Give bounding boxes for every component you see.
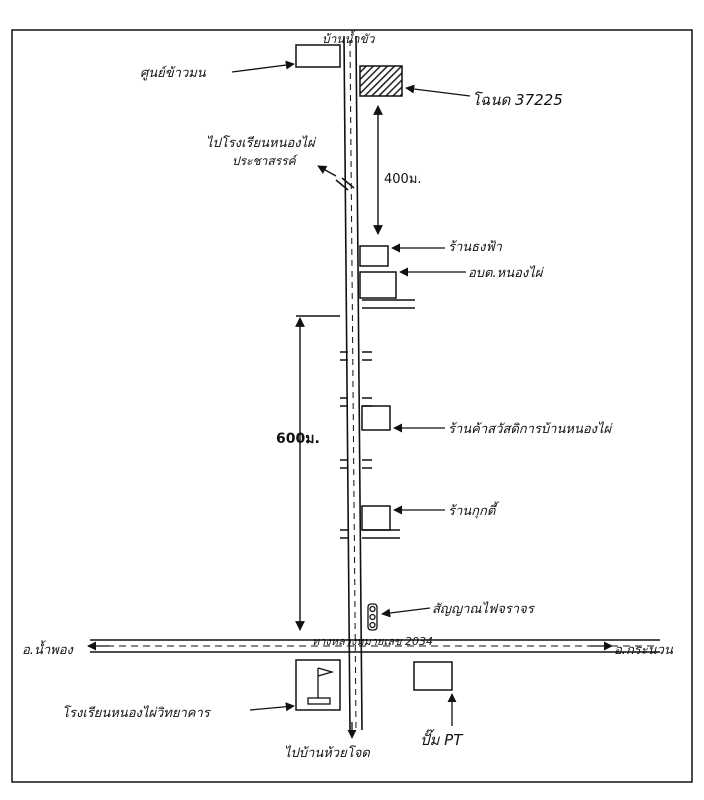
label-dist-600: 600ม.	[276, 431, 320, 447]
shop-thongfa-building	[359, 245, 389, 267]
label-plot-number: โฉนด 37225	[472, 91, 563, 109]
label-left-town: อ.น้ำพอง	[22, 643, 73, 658]
label-gas-station: ปั๊ม PT	[420, 731, 463, 749]
pointer-arrows	[87, 60, 613, 739]
label-highway: ทางหลวงหมายเลข 2034	[312, 635, 433, 648]
main-road	[343, 35, 363, 731]
highway-road	[90, 639, 660, 653]
label-right-town: อ.กระนวน	[614, 643, 673, 658]
shop-kukti-building	[361, 505, 391, 531]
label-school-top-1: ไปโรงเรียนหนองไผ่	[206, 136, 315, 151]
label-school-top-2: ประชาสรรค์	[232, 154, 296, 168]
label-health-center: ศูนย์ข้าวมน	[140, 66, 206, 81]
welfare-shop-building	[361, 405, 391, 431]
label-welfare-shop: ร้านค้าสวัสดิการบ้านหนองไผ่	[448, 422, 612, 437]
school-flag-icon	[307, 667, 335, 705]
label-shop-thongfa: ร้านธงฟ้า	[448, 240, 502, 255]
label-shop-kukti: ร้านกุกตี้	[448, 504, 496, 519]
label-bottom-village: ไปบ้านห้วยโจด	[284, 746, 370, 761]
label-traffic-light: สัญญาณไฟจราจร	[432, 602, 534, 617]
traffic-light-icon	[367, 603, 378, 631]
dist-600-line	[295, 315, 340, 631]
health-center-building	[295, 44, 341, 68]
sao-office-building	[359, 271, 397, 299]
label-school-bottom: โรงเรียนหนองไผ่วิทยาคาร	[62, 706, 210, 721]
plot-37225-hatched	[359, 65, 403, 97]
page-frame	[11, 29, 693, 783]
label-sao-office: อบต.หนองไผ่	[468, 266, 543, 281]
gas-station-building	[413, 661, 453, 691]
label-temple-top: บ้านน้ำขัว	[322, 32, 375, 46]
label-dist-400: 400ม.	[384, 172, 422, 187]
school-bottom-building	[295, 659, 341, 711]
